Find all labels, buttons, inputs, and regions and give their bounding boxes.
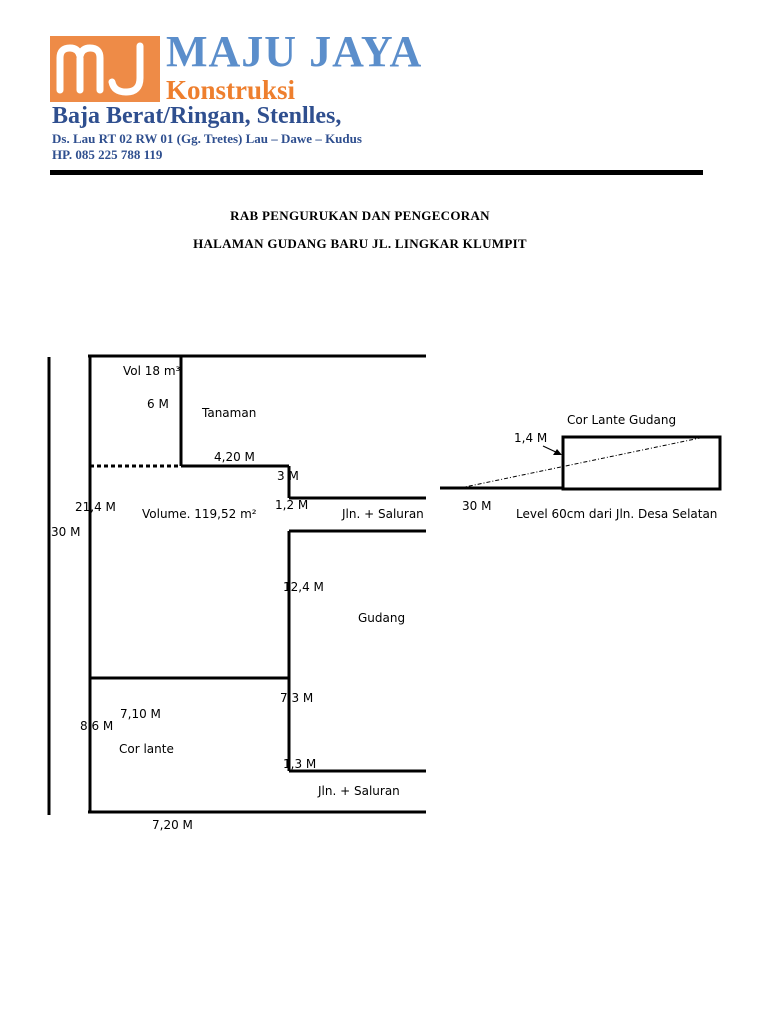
label-dim-710: 7,10 M [120, 707, 161, 721]
document-title: RAB PENGURUKAN DAN PENGECORAN [230, 208, 490, 223]
label-dim-214: 21,4 M [75, 500, 116, 514]
label-dim-12: 1,2 M [275, 498, 308, 512]
section-arrow-head [553, 449, 562, 455]
label-tanaman: Tanaman [201, 406, 256, 420]
label-dim-14: 1,4 M [514, 431, 547, 445]
company-phone: HP. 085 225 788 119 [52, 147, 163, 162]
label-jln-saluran-top: Jln. + Saluran [341, 507, 424, 521]
label-dim-420: 4,20 M [214, 450, 255, 464]
label-cor-lante: Cor lante [119, 742, 174, 756]
label-dim-3m: 3 M [277, 469, 299, 483]
section-gudang-floor [561, 435, 722, 491]
label-dim-86: 8,6 M [80, 719, 113, 733]
label-gudang: Gudang [358, 611, 405, 625]
section-slope-line [459, 437, 701, 489]
plan-outline [47, 354, 426, 815]
label-section-dim-30: 30 M [462, 499, 491, 513]
label-dim-73: 7,3 M [280, 691, 313, 705]
logo-mj-mark [56, 42, 144, 96]
label-dim-30: 30 M [51, 525, 80, 539]
label-vol: Vol 18 m³ [123, 364, 181, 378]
company-name: MAJU JAYA [166, 27, 423, 76]
label-dim-13: 1,3 M [283, 757, 316, 771]
document-subtitle: HALAMAN GUDANG BARU JL. LINGKAR KLUMPIT [193, 236, 527, 251]
label-level: Level 60cm dari Jln. Desa Selatan [516, 507, 717, 521]
label-volume: Volume. 119,52 m² [142, 507, 257, 521]
label-dim-6m: 6 M [147, 397, 169, 411]
cross-section-diagram: Cor Lante Gudang 1,4 M 30 M Level 60cm d… [440, 413, 722, 521]
company-subtitle: Konstruksi [166, 75, 296, 105]
label-dim-124: 12,4 M [283, 580, 324, 594]
label-jln-saluran-bottom: Jln. + Saluran [317, 784, 400, 798]
company-address: Ds. Lau RT 02 RW 01 (Gg. Tretes) Lau – D… [52, 131, 362, 146]
label-dim-720: 7,20 M [152, 818, 193, 832]
label-cor-lante-gudang: Cor Lante Gudang [567, 413, 676, 427]
company-logo [50, 36, 160, 102]
company-tagline: Baja Berat/Ringan, Stenlles, [52, 103, 342, 129]
header-divider [50, 170, 703, 175]
